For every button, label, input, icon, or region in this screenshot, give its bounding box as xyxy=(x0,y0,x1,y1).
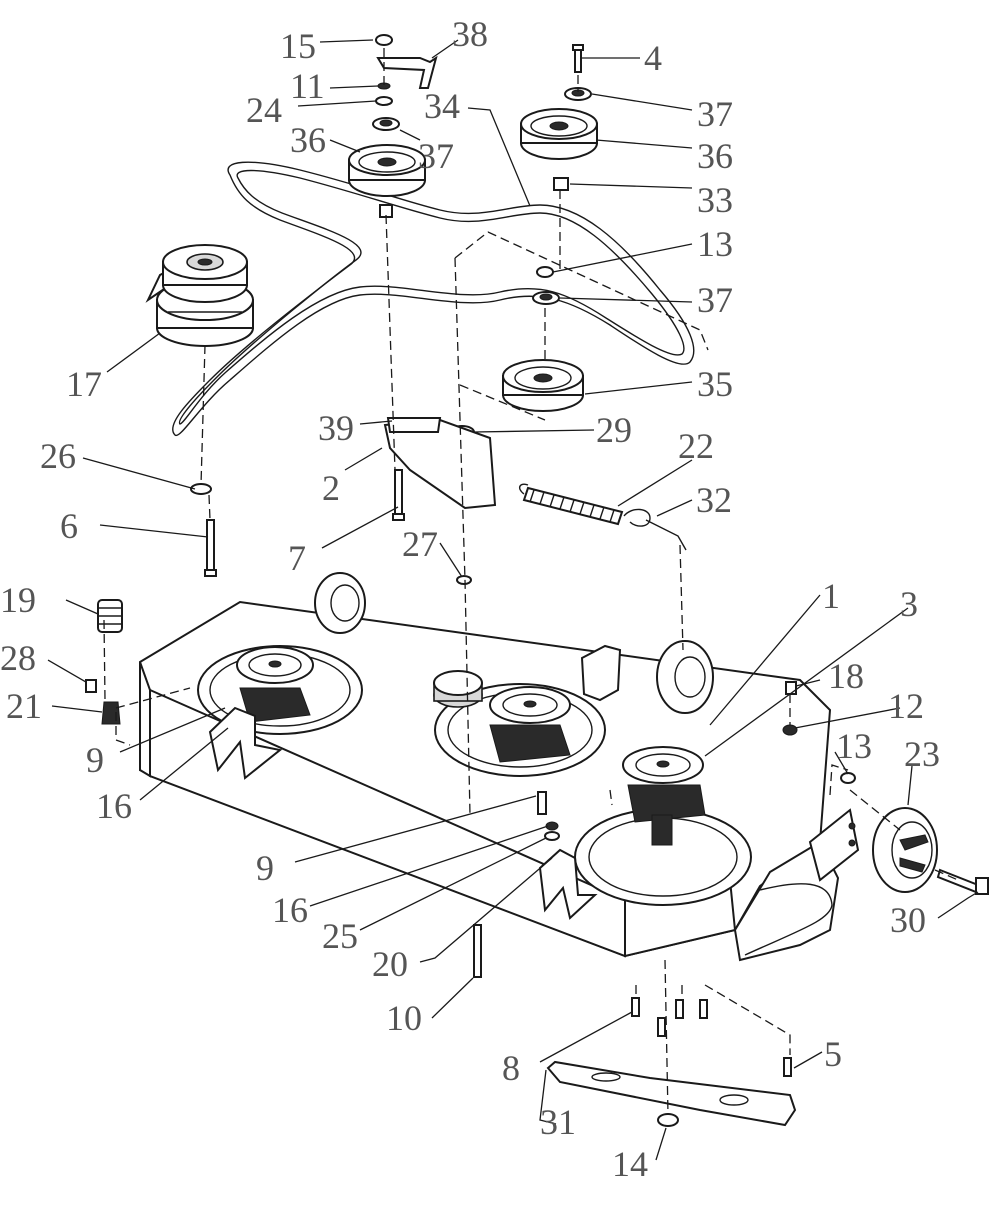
bolt-8b xyxy=(657,1017,666,1037)
callout-12: 12 xyxy=(888,686,924,726)
callout-9a: 9 xyxy=(86,740,104,780)
callout-37c: 37 xyxy=(697,280,733,320)
fitting-28 xyxy=(85,679,97,693)
blade-slot-2 xyxy=(719,1094,749,1106)
fitting-21 xyxy=(101,701,121,725)
callout-35: 35 xyxy=(697,364,733,404)
bolt-8c xyxy=(675,999,684,1019)
washer-25 xyxy=(544,831,560,841)
wheel-bolt-head-30 xyxy=(975,877,989,895)
callout-38: 38 xyxy=(452,14,488,54)
idler-arm-38 xyxy=(376,55,438,89)
wheel-bolt-30 xyxy=(936,868,980,894)
callout-18: 18 xyxy=(828,656,864,696)
idler-pulley-35 xyxy=(502,359,584,412)
deck-bracket-right xyxy=(538,848,598,920)
drive-belt xyxy=(172,161,695,437)
blade-slot xyxy=(591,1072,621,1082)
callout-32: 32 xyxy=(696,480,732,520)
callout-13a: 13 xyxy=(697,224,733,264)
bolt-8d xyxy=(699,999,708,1019)
callout-37a: 37 xyxy=(418,136,454,176)
callout-11: 11 xyxy=(290,66,325,106)
assembly-center-lines xyxy=(103,48,959,1116)
idler-pulley-right-36 xyxy=(520,108,598,160)
pto-clutch xyxy=(145,244,254,347)
callout-7: 7 xyxy=(288,538,306,578)
callout-6: 6 xyxy=(60,506,78,546)
callout-37b: 37 xyxy=(697,94,733,134)
callout-23: 23 xyxy=(904,734,940,774)
callout-39: 39 xyxy=(318,408,354,448)
bolt-10 xyxy=(473,924,482,978)
callout-36b: 36 xyxy=(697,136,733,176)
callout-8: 8 xyxy=(502,1048,520,1088)
callout-2: 2 xyxy=(322,468,340,508)
callout-17: 17 xyxy=(66,364,102,404)
idler-pulley-left-36 xyxy=(348,144,426,197)
callout-31: 31 xyxy=(540,1102,576,1142)
callout-36a: 36 xyxy=(290,120,326,160)
bolt-8a xyxy=(631,997,640,1017)
tension-spring-22 xyxy=(518,483,624,526)
bracket-39 xyxy=(386,417,442,433)
callout-16a: 16 xyxy=(96,786,132,826)
blade-nut-14 xyxy=(657,1113,679,1127)
callout-27: 27 xyxy=(402,524,438,564)
callout-labels: 15 38 11 24 36 37 34 4 37 36 33 13 37 35… xyxy=(0,14,940,1184)
deck-bracket-rear xyxy=(580,644,622,702)
callout-1: 1 xyxy=(822,576,840,616)
callout-10: 10 xyxy=(386,998,422,1038)
callout-21: 21 xyxy=(6,686,42,726)
nut-12 xyxy=(782,724,798,736)
callout-26: 26 xyxy=(40,436,76,476)
blade-31 xyxy=(546,1060,797,1127)
bolt-5 xyxy=(783,1057,792,1077)
callout-22: 22 xyxy=(678,426,714,466)
bolt-9 xyxy=(537,791,547,815)
callout-3: 3 xyxy=(900,584,918,624)
gauge-wheel-23 xyxy=(872,807,938,893)
spindle-right xyxy=(574,746,752,906)
grease-cap-threads xyxy=(98,607,122,625)
callout-24: 24 xyxy=(246,90,282,130)
callout-13b: 13 xyxy=(836,726,872,766)
callout-28: 28 xyxy=(0,638,36,678)
callout-25: 25 xyxy=(322,916,358,956)
callout-9b: 9 xyxy=(256,848,274,888)
spindle-center xyxy=(433,670,606,777)
callout-20: 20 xyxy=(372,944,408,984)
callout-15: 15 xyxy=(280,26,316,66)
callout-29: 29 xyxy=(596,410,632,450)
idler-arm-2 xyxy=(383,418,497,510)
eye-bolt-32 xyxy=(623,508,687,551)
bolt-18 xyxy=(785,681,797,695)
callout-14: 14 xyxy=(612,1144,648,1184)
callout-34: 34 xyxy=(424,86,460,126)
callout-leaders xyxy=(47,39,979,1161)
gauge-wheel-rear-left xyxy=(314,572,366,634)
deck-bracket-left xyxy=(208,706,283,780)
callout-19: 19 xyxy=(0,580,36,620)
callout-4: 4 xyxy=(644,38,662,78)
gauge-wheel-rear-right xyxy=(656,640,714,714)
callout-16b: 16 xyxy=(272,890,308,930)
callout-33: 33 xyxy=(697,180,733,220)
nut-13-lower xyxy=(840,772,856,784)
callout-5: 5 xyxy=(824,1034,842,1074)
callout-30: 30 xyxy=(890,900,926,940)
